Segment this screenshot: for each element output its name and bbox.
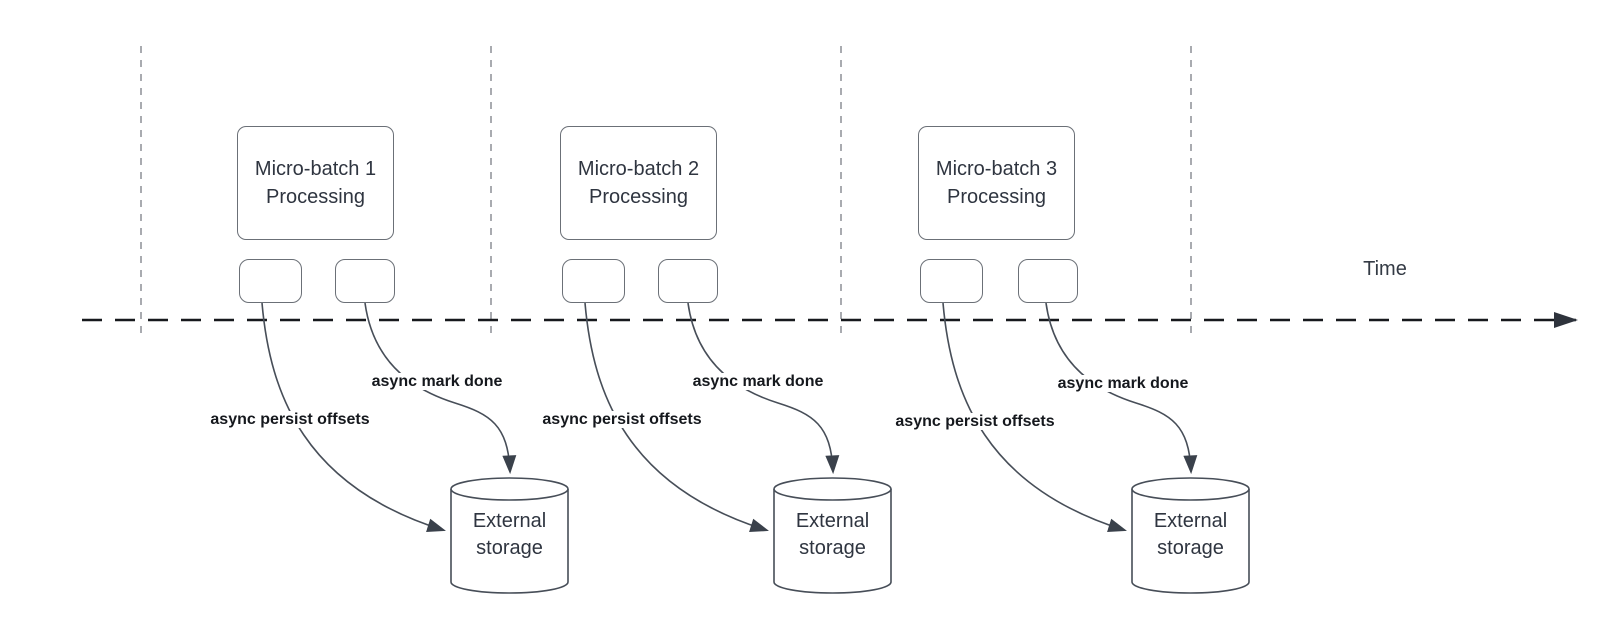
- done-task-box-1: [335, 259, 395, 303]
- time-interval-guides: [140, 46, 1192, 340]
- cylinder-body: [773, 489, 892, 594]
- time-axis-label: Time: [1363, 258, 1407, 280]
- mark-done-arrow-2: [687, 302, 840, 475]
- micro-batch-1-label: Micro-batch 1 Processing: [254, 158, 377, 208]
- mark-done-arrow-1: [364, 302, 517, 475]
- batch-3-connectors: [942, 302, 1250, 594]
- mark-done-arrow-3: [1045, 302, 1198, 475]
- offset-task-box-2: [562, 259, 625, 303]
- persist-offsets-arrow-2: [584, 302, 769, 533]
- offset-task-box-3: [920, 259, 983, 303]
- done-task-box-3: [1018, 259, 1078, 303]
- persist-offsets-label-3: async persist offsets: [892, 413, 1058, 430]
- mark-done-label-3: async mark done: [1054, 375, 1192, 392]
- cylinder-body: [450, 489, 569, 594]
- micro-batch-3-box: Micro-batch 3 Processing: [918, 126, 1075, 240]
- persist-offsets-label-1: async persist offsets: [207, 411, 373, 428]
- cylinder-top: [450, 477, 569, 501]
- batch-1-connectors: [261, 302, 569, 594]
- cylinder-body: [1131, 489, 1250, 594]
- micro-batch-2-label: Micro-batch 2 Processing: [577, 158, 700, 208]
- external-storage-cylinder-3: [1131, 477, 1250, 594]
- external-storage-label-2: External storage: [795, 510, 870, 559]
- mark-done-label-1: async mark done: [368, 373, 506, 390]
- persist-offsets-label-2: async persist offsets: [539, 411, 705, 428]
- cylinder-top: [773, 477, 892, 501]
- external-storage-label-1: External storage: [472, 510, 547, 559]
- offset-task-box-1: [239, 259, 302, 303]
- cylinder-top: [1131, 477, 1250, 501]
- persist-offsets-arrow-3: [942, 302, 1127, 533]
- micro-batch-2-box: Micro-batch 2 Processing: [560, 126, 717, 240]
- micro-batch-1-box: Micro-batch 1 Processing: [237, 126, 394, 240]
- done-task-box-2: [658, 259, 718, 303]
- mark-done-label-2: async mark done: [689, 373, 827, 390]
- persist-offsets-arrow-1: [261, 302, 446, 533]
- external-storage-label-3: External storage: [1153, 510, 1228, 559]
- external-storage-cylinder-2: [773, 477, 892, 594]
- micro-batch-3-label: Micro-batch 3 Processing: [935, 158, 1058, 208]
- batch-2-connectors: [584, 302, 892, 594]
- external-storage-cylinder-1: [450, 477, 569, 594]
